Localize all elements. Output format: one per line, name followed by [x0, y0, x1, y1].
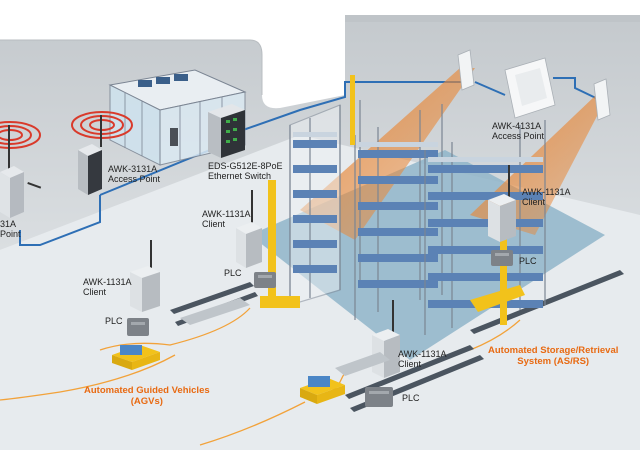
label-line: Automated Guided Vehicles [84, 385, 210, 396]
label-line: AWK-1131A [83, 277, 132, 287]
label-line: AWK-4131A [492, 121, 542, 131]
label-awk3131a: AWK-3131A Access Point [108, 164, 160, 184]
label-asrs: Automated Storage/Retrieval System (AS/R… [488, 345, 618, 367]
label-line: Access Point [108, 174, 161, 184]
label-line: Client [83, 287, 107, 297]
label-line: Client [522, 197, 546, 207]
wall-edge [0, 39, 263, 95]
label-line: Client [398, 359, 422, 369]
label-line: Access Point [492, 131, 545, 141]
stacker-crane [260, 75, 525, 325]
label-plc-mid: PLC [224, 268, 242, 278]
label-awk3131a-left: 31A Point [0, 219, 21, 239]
label-agv: Automated Guided Vehicles (AGVs) [84, 385, 210, 407]
label-line: (AGVs) [130, 396, 163, 407]
label-line: Ethernet Switch [208, 171, 272, 181]
label-awk4131a: AWK-4131A Access Point [492, 121, 544, 141]
access-point-icon [457, 49, 611, 121]
ethernet-switch-icon [208, 104, 245, 158]
label-awk1131a-mid: AWK-1131A Client [202, 209, 251, 229]
label-line: 31A [0, 219, 17, 229]
client-device-icon [130, 165, 516, 378]
label-awk1131a-bottom: AWK-1131A Client [398, 349, 447, 369]
label-line: EDS-G512E-8PoE [208, 161, 283, 171]
label-plc-right: PLC [519, 256, 537, 266]
label-line: Point [0, 229, 21, 239]
label-awk1131a-right: AWK-1131A Client [522, 187, 571, 207]
label-plc-left: PLC [105, 316, 123, 326]
label-eds-switch: EDS-G512E-8PoE Ethernet Switch [208, 161, 283, 181]
label-line: AWK-1131A [398, 349, 447, 359]
label-line: Automated Storage/Retrieval [488, 345, 619, 356]
label-line: Client [202, 219, 226, 229]
plc-icon [127, 250, 513, 407]
agv-icon [112, 298, 390, 404]
label-awk1131a-left: AWK-1131A Client [83, 277, 132, 297]
label-line: AWK-1131A [522, 187, 571, 197]
ceiling-edge [345, 15, 640, 22]
label-line: AWK-3131A [108, 164, 158, 174]
label-line: System (AS/RS) [517, 356, 590, 367]
access-point-icon [0, 115, 102, 218]
label-line: AWK-1131A [202, 209, 251, 219]
label-plc-bottom: PLC [402, 393, 420, 403]
